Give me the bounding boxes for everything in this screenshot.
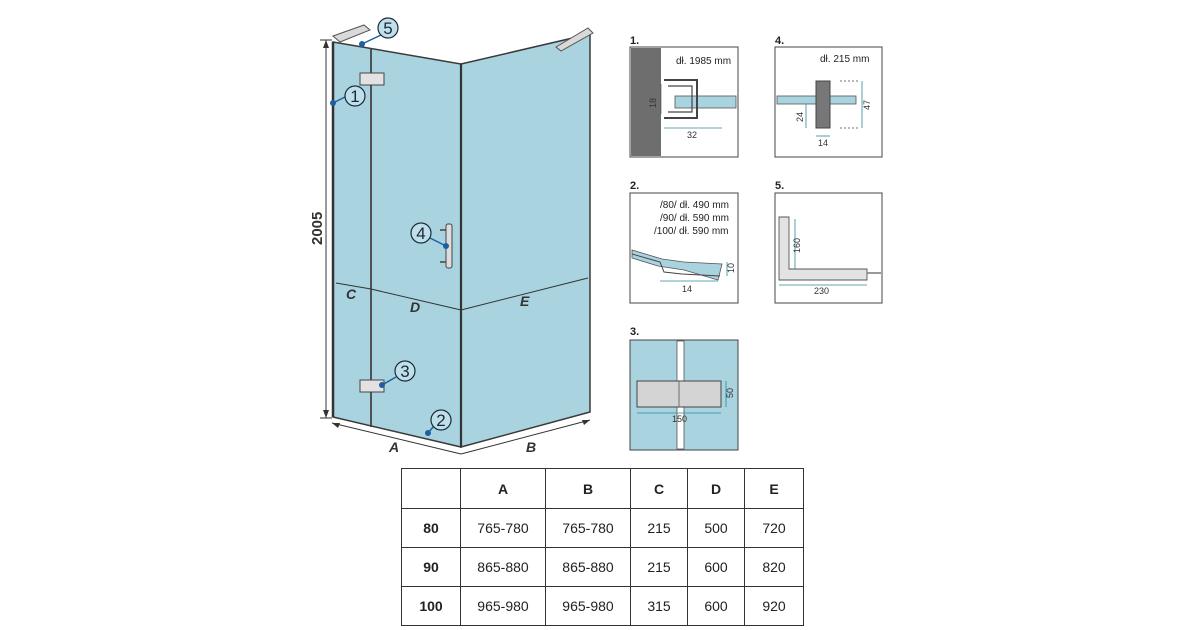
svg-text:50: 50 bbox=[725, 388, 735, 398]
svg-text:/80/ dł. 490 mm: /80/ dł. 490 mm bbox=[660, 200, 729, 211]
detail-2-title: 2. bbox=[630, 180, 639, 192]
svg-text:47: 47 bbox=[862, 100, 872, 110]
svg-text:2: 2 bbox=[436, 411, 445, 430]
callout-4 bbox=[410, 222, 432, 244]
svg-text:160: 160 bbox=[792, 238, 802, 253]
detail-1-title: 1. bbox=[630, 35, 639, 47]
callout-1 bbox=[344, 85, 366, 107]
svg-text:10: 10 bbox=[726, 263, 736, 273]
callout-2 bbox=[430, 409, 452, 431]
table-row: 90 865-880 865-880 215 600 820 bbox=[401, 547, 804, 587]
svg-text:24: 24 bbox=[795, 112, 805, 122]
svg-text:/100/ dł. 590 mm: /100/ dł. 590 mm bbox=[654, 226, 728, 237]
dim-label-c: C bbox=[346, 286, 357, 302]
detail-1-note: dł. 1985 mm bbox=[676, 56, 731, 67]
table-row: 100 965-980 965-980 315 600 920 bbox=[401, 586, 804, 626]
detail-2-seal-profile bbox=[631, 249, 723, 281]
svg-text:150: 150 bbox=[672, 414, 687, 424]
detail-4-note: dł. 215 mm bbox=[820, 54, 869, 65]
svg-text:1: 1 bbox=[350, 87, 359, 106]
dim-label-e: E bbox=[520, 293, 530, 309]
dim-label-a: A bbox=[388, 439, 399, 455]
hinge-top bbox=[359, 72, 385, 86]
col-header-e: E bbox=[744, 468, 804, 509]
stabilizer-bar-left bbox=[332, 24, 371, 43]
detail-2-box bbox=[629, 192, 739, 304]
svg-text:14: 14 bbox=[682, 284, 692, 294]
svg-text:18: 18 bbox=[648, 98, 658, 108]
svg-text:14: 14 bbox=[818, 138, 828, 148]
detail-5-stabilizer bbox=[778, 216, 868, 281]
detail-4-handle-block bbox=[815, 80, 831, 129]
dim-label-d: D bbox=[410, 299, 420, 315]
callout-3 bbox=[394, 360, 416, 382]
detail-4-title: 4. bbox=[775, 35, 784, 47]
height-label: 2005 bbox=[309, 212, 326, 245]
col-header-a: A bbox=[460, 468, 546, 509]
table-row: 80 765-780 765-780 215 500 720 bbox=[401, 508, 804, 548]
svg-text:4: 4 bbox=[416, 224, 425, 243]
svg-text:/90/ dł. 590 mm: /90/ dł. 590 mm bbox=[660, 213, 729, 224]
detail-3-title: 3. bbox=[630, 326, 639, 338]
svg-text:5: 5 bbox=[383, 19, 392, 38]
callout-5 bbox=[377, 17, 399, 39]
shower-enclosure-drawing: 2005 C D E A B 1 2 3 4 5 bbox=[309, 17, 594, 455]
col-header-c: C bbox=[630, 468, 688, 509]
dimensions-table: A B C D E 80 765-780 765-780 215 500 720… bbox=[401, 468, 804, 626]
detail-panels: 1. dł. 1985 mm 18 32 4. dł. 215 mm 47 24… bbox=[629, 35, 883, 451]
detail-1-wall bbox=[631, 48, 661, 156]
col-header-d: D bbox=[687, 468, 745, 509]
dim-label-b: B bbox=[526, 439, 536, 455]
svg-text:230: 230 bbox=[814, 286, 829, 296]
svg-text:3: 3 bbox=[400, 362, 409, 381]
detail-5-title: 5. bbox=[775, 180, 784, 192]
stabilizer-bar-right bbox=[555, 27, 594, 52]
table-header-row: A B C D E bbox=[401, 468, 804, 509]
side-glass-panel bbox=[460, 33, 591, 448]
col-header-b: B bbox=[545, 468, 631, 509]
svg-text:32: 32 bbox=[687, 130, 697, 140]
